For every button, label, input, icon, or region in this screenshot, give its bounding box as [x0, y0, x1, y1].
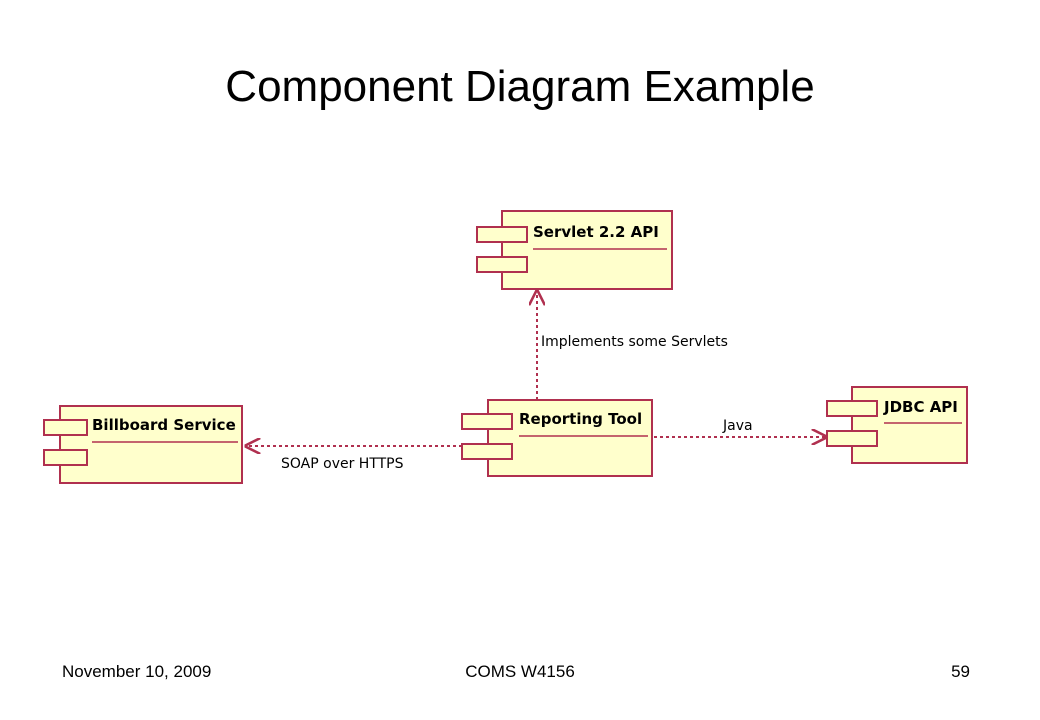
component-port-bottom	[43, 449, 88, 466]
component-name-servlet-api: Servlet 2.2 API	[533, 223, 659, 241]
component-servlet-api: Servlet 2.2 API	[476, 210, 673, 290]
dependency-label-soap: SOAP over HTTPS	[281, 456, 404, 472]
component-name-jdbc-api: JDBC API	[883, 398, 958, 416]
component-port-bottom	[461, 443, 513, 460]
footer-course: COMS W4156	[465, 662, 575, 681]
component-port-top	[826, 400, 878, 417]
slide-title: Component Diagram Example	[225, 62, 815, 111]
dependency-implements-servlets: Implements some Servlets	[537, 291, 728, 400]
component-jdbc-api: JDBC API	[826, 386, 968, 464]
footer-page-number: 59	[951, 662, 970, 681]
dependency-java: Java	[654, 418, 826, 437]
component-port-top	[461, 413, 513, 430]
component-billboard-service: Billboard Service	[43, 405, 243, 484]
dependency-label-implements: Implements some Servlets	[541, 334, 728, 350]
component-port-top	[476, 226, 528, 243]
component-name-reporting-tool: Reporting Tool	[519, 410, 642, 428]
component-port-bottom	[476, 256, 528, 273]
component-name-billboard-service: Billboard Service	[92, 416, 236, 434]
component-port-bottom	[826, 430, 878, 447]
dependency-soap-over-https: SOAP over HTTPS	[246, 446, 462, 472]
component-reporting-tool: Reporting Tool	[461, 399, 653, 477]
component-port-top	[43, 419, 88, 436]
footer-date: November 10, 2009	[62, 662, 212, 681]
dependency-label-java: Java	[722, 418, 753, 434]
